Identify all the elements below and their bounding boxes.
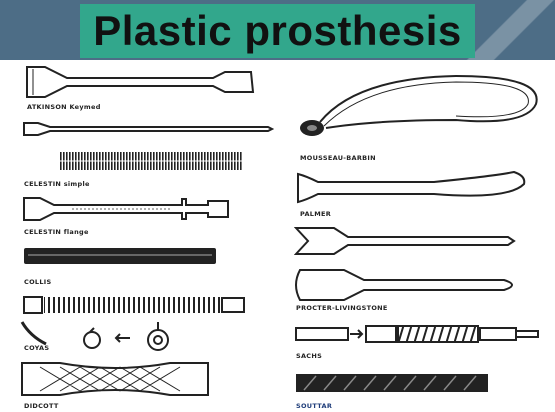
procter-livingstone-label: PROCTER-LIVINGSTONE [296,304,388,312]
souttar-label: SOUTTAR [296,402,332,410]
title-bar: Plastic prosthesis [0,0,555,60]
procter-livingstone-tube-2-illustration [294,268,522,302]
collis-tube-illustration [22,246,218,266]
palmer-tube-illustration [294,170,530,206]
atkinson-prosthesis-illustration [25,64,255,100]
didcott-tube-illustration [20,361,210,397]
celestin-simple-spiral-illustration [60,150,242,172]
celestin-simple-label: CELESTIN simple [24,180,90,188]
coyas-label: COYAS [24,344,49,352]
procter-livingstone-tube-illustration [294,226,516,256]
mousseau-barbin-label: MOUSSEAU-BARBIN [300,154,376,162]
sachs-tube-illustration [294,320,540,348]
atkinson-label: ATKINSON Keymed [27,103,101,111]
collis-label: COLLIS [24,278,51,286]
slide-title: Plastic prosthesis [93,7,461,55]
celestin-simple-tube-illustration [22,120,274,138]
palmer-label: PALMER [300,210,331,218]
mousseau-barbin-tube-illustration [296,70,546,138]
sachs-label: SACHS [296,352,322,360]
souttar-tube-illustration [294,370,490,396]
title-box: Plastic prosthesis [80,4,475,58]
didcott-label: DIDCOTT [24,402,59,410]
celestin-flange-illustration [22,196,230,222]
coyas-tube-illustration [22,293,246,317]
celestin-flange-label: CELESTIN flange [24,228,89,236]
